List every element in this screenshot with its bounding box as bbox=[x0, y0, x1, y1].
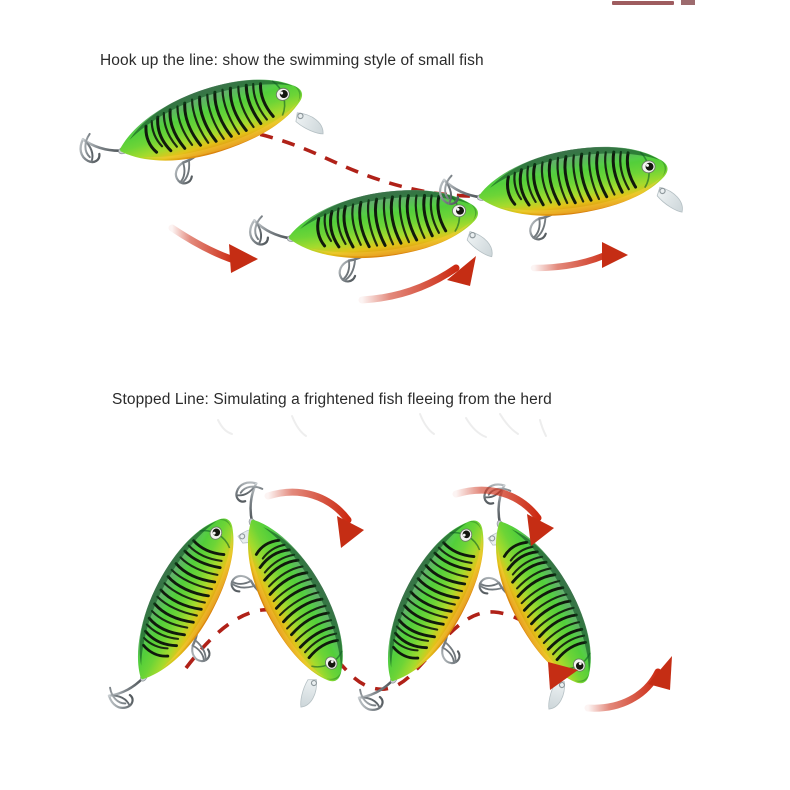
top-red-bar-segment bbox=[681, 0, 695, 5]
arrow-bot-2 bbox=[452, 486, 554, 546]
section-caption-hookup: Hook up the line: show the swimming styl… bbox=[100, 52, 484, 69]
lure-top-1 bbox=[72, 56, 327, 213]
section-caption-stopped: Stopped Line: Simulating a frightened fi… bbox=[112, 391, 552, 408]
section-stopped-graphics bbox=[96, 472, 672, 737]
section-hookup-graphics bbox=[72, 56, 686, 304]
arrow-top-left bbox=[168, 224, 258, 273]
arrow-top-right bbox=[530, 242, 628, 272]
dashed-path-stopped bbox=[184, 608, 578, 691]
top-red-bar bbox=[612, 1, 674, 5]
ghost-artifacts bbox=[217, 413, 547, 438]
arrow-bot-1 bbox=[264, 488, 364, 548]
dashed-path-stopped-arrowhead bbox=[597, 652, 622, 682]
arrow-top-middle bbox=[358, 256, 476, 304]
arrow-bot-3 bbox=[548, 662, 578, 690]
arrow-bot-4 bbox=[584, 656, 672, 712]
